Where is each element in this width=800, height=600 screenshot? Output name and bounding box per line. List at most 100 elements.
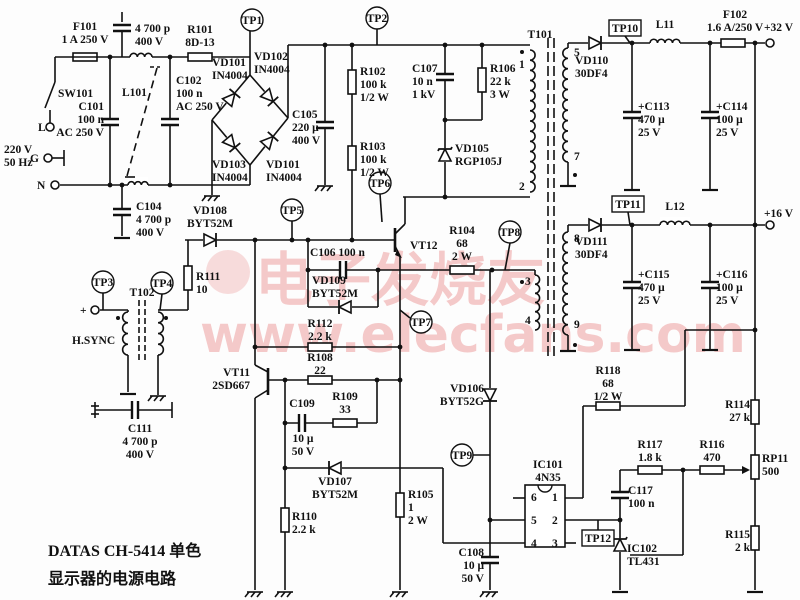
capacitor-c105: [316, 120, 334, 130]
resistor-body: [449, 265, 475, 275]
junction-dot: [629, 40, 635, 46]
inductor-l101-top: [129, 52, 153, 58]
wire: [394, 223, 406, 235]
label-r112: R112: [308, 318, 333, 330]
label-c113: +C113: [638, 101, 670, 113]
tick: [256, 591, 262, 598]
tick: [491, 591, 497, 598]
label-r115: R115: [725, 529, 750, 541]
label-vd106: BYT52G: [440, 396, 484, 408]
label-vd103: VD103: [212, 159, 246, 171]
label-ic101: 4N35: [535, 472, 561, 484]
gap: [701, 281, 719, 289]
tick: [280, 591, 286, 598]
caption-line-1: DATAS CH-5414 单色: [48, 541, 201, 560]
test-point-label: TP8: [500, 227, 521, 239]
gap: [113, 24, 131, 32]
label-r101: R101: [187, 24, 213, 36]
emitter-arrow-icon: [395, 250, 402, 258]
label-c114: 25 V: [716, 127, 739, 139]
gap: [623, 111, 641, 119]
t101-secondary-16v: [562, 231, 569, 336]
label-vt11: 2SD667: [212, 380, 250, 392]
polarity-dot: [573, 343, 577, 347]
label-r114: R114: [725, 399, 750, 411]
label-r114: 27 k: [729, 412, 750, 424]
ground-icon: [389, 591, 408, 598]
resistor-r101: [187, 52, 213, 62]
gap: [481, 556, 499, 564]
tick: [274, 591, 280, 598]
label-r105: 2 W: [408, 515, 428, 527]
resistor-r106: [477, 67, 487, 93]
label-rp11: RP11: [762, 453, 788, 465]
wiper-arrow-icon: [742, 466, 750, 474]
label-vd101b: VD101: [266, 159, 300, 171]
tick: [485, 591, 491, 598]
test-point-label: TP4: [152, 278, 173, 290]
label-vd101a: IN4004: [212, 70, 248, 82]
label-c105: C105: [292, 109, 318, 121]
wire: [254, 389, 269, 399]
diode-vd108: [203, 232, 218, 248]
label-l11: L11: [656, 19, 675, 31]
capacitor-c106: [338, 261, 348, 279]
junction-dot: [252, 237, 258, 243]
label-r111: R111: [196, 271, 221, 283]
resistor-r118: [595, 401, 621, 411]
gap: [131, 401, 139, 419]
resistor-r105: [395, 492, 405, 518]
label-c116: 100 μ: [716, 282, 743, 294]
ic-pin-label: 4: [531, 538, 537, 550]
potentiometer-rp11: [750, 454, 760, 480]
terminal-label: L: [38, 122, 46, 134]
component-label: 4: [525, 315, 531, 327]
resistor-body: [183, 265, 193, 291]
terminal-label: N: [37, 180, 46, 192]
terminal-label: G: [30, 153, 39, 165]
label-sw101: SW101: [58, 88, 93, 100]
label-r109: R109: [332, 391, 358, 403]
label-r102: 1/2 W: [360, 92, 389, 104]
resistor-r104: [449, 265, 475, 275]
label-vd110: VD110: [575, 55, 608, 67]
tick: [286, 591, 292, 598]
test-point-tp5: [280, 198, 304, 222]
ic-pin-label: 1: [552, 492, 558, 504]
inductor-l12: [659, 220, 691, 226]
capacitor-c114: [701, 110, 719, 120]
label-vd102: VD102: [254, 51, 288, 63]
resistor-r103: [347, 145, 357, 171]
label-ic101: IC101: [533, 459, 563, 471]
label-c117: 100 n: [628, 498, 655, 510]
gap: [660, 217, 690, 226]
diode-vd101: [221, 88, 241, 108]
ground-icon: [314, 185, 333, 192]
resistor-r114: [750, 399, 760, 425]
diode-vd101b: [259, 131, 279, 151]
label-c109v: 10 μ: [293, 433, 314, 445]
label-vd107: VD107: [318, 476, 352, 488]
diode-triangle: [588, 217, 603, 233]
test-point-label: TP5: [282, 205, 303, 217]
terminal-32v: [765, 38, 775, 48]
gap: [701, 111, 719, 119]
ground-icon: [274, 591, 293, 598]
label-r112: 2.2 k: [308, 331, 332, 343]
label-r118: R118: [596, 365, 621, 377]
junction-dot: [282, 420, 288, 426]
ground-icon: [201, 195, 220, 202]
capacitor-c101: [101, 117, 119, 127]
t102-secondary: [157, 311, 165, 356]
gap: [101, 118, 119, 126]
label-c105: 220 μ: [292, 122, 319, 134]
junction-dot: [397, 377, 403, 383]
test-point-tp10: [608, 19, 642, 37]
diode-vd109: [337, 299, 352, 315]
capacitor-c113: [623, 110, 641, 120]
label-vd101b: IN4004: [266, 172, 302, 184]
switch-sw101: [44, 81, 56, 109]
resistor-body: [395, 492, 405, 518]
test-point-tp1: [240, 8, 264, 32]
